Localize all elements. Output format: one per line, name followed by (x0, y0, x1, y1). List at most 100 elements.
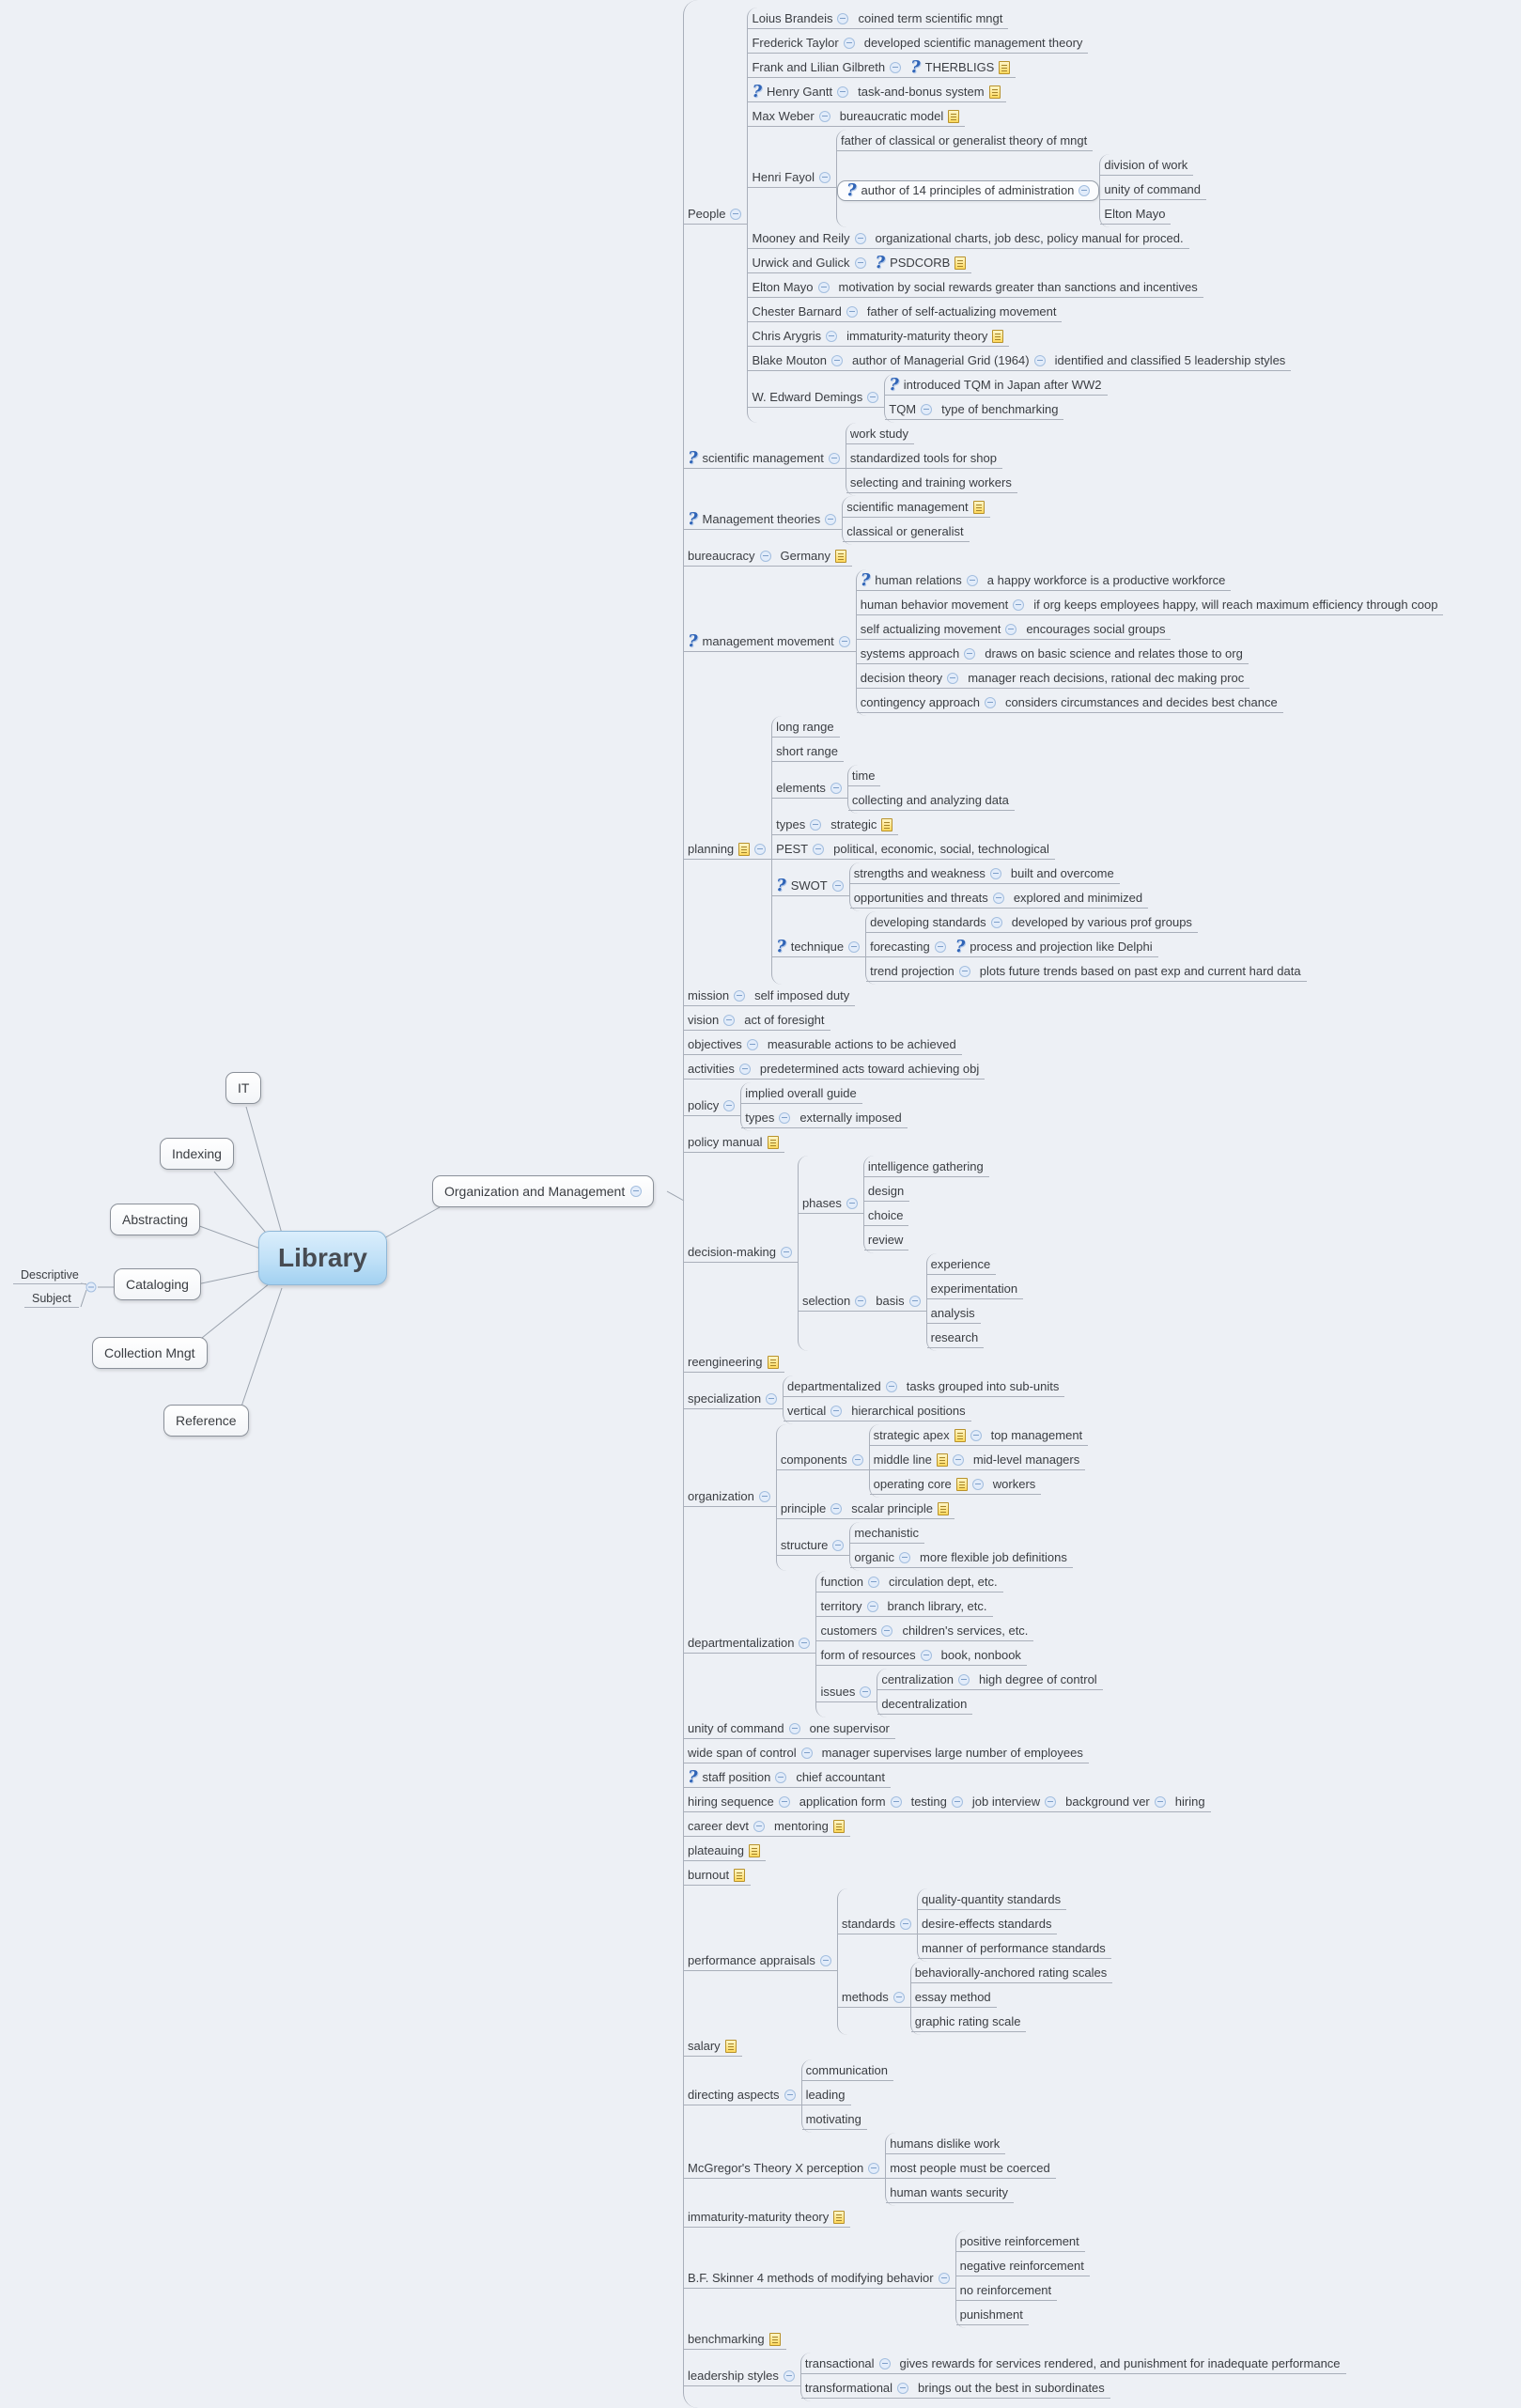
mindmap-node-label[interactable]: top management (986, 1427, 1089, 1446)
mindmap-node-label[interactable]: transformational (800, 2380, 915, 2399)
mindmap-node-label[interactable]: departmentalized (784, 1378, 903, 1397)
mindmap-node-label[interactable]: strengths and weakness (849, 865, 1007, 884)
fold-icon[interactable] (759, 550, 771, 562)
mindmap-node-label[interactable]: wide span of control (684, 1745, 818, 1763)
branch-node-collection-mngt[interactable]: Collection Mngt (92, 1337, 208, 1369)
mindmap-node-label[interactable]: scientific management (843, 499, 990, 518)
fold-icon[interactable] (971, 1478, 984, 1490)
mindmap-node-label[interactable]: methods (837, 1989, 910, 2008)
mindmap-node-label[interactable]: unity of command (684, 1720, 806, 1739)
mindmap-node-label[interactable]: mid-level managers (969, 1452, 1086, 1470)
fold-icon[interactable] (868, 1576, 880, 1588)
fold-icon[interactable] (738, 1063, 751, 1075)
mindmap-node-label[interactable]: measurable actions to be achieved (763, 1036, 962, 1055)
mindmap-node-label[interactable]: most people must be coerced (886, 2160, 1056, 2179)
branch-node-abstracting[interactable]: Abstracting (110, 1204, 201, 1235)
mindmap-node-label[interactable]: form of resources (816, 1647, 938, 1666)
mindmap-node-label[interactable]: organization (684, 1488, 776, 1507)
fold-icon[interactable] (734, 989, 746, 1002)
mindmap-node-label[interactable]: Frederick Taylor (748, 35, 861, 54)
mindmap-node-label[interactable]: components (776, 1452, 869, 1470)
mindmap-node-label[interactable]: types (741, 1110, 797, 1128)
mindmap-node-label[interactable]: task-and-bonus system (854, 84, 1006, 102)
mindmap-node-label[interactable]: book, nonbook (937, 1647, 1027, 1666)
mindmap-node-label[interactable]: bureaucratic model (835, 108, 966, 127)
fold-icon[interactable] (934, 940, 946, 953)
fold-icon[interactable] (826, 330, 838, 342)
mindmap-node-label[interactable]: implied overall guide (741, 1085, 862, 1104)
mindmap-node-label[interactable]: phases (798, 1195, 863, 1214)
mindmap-node-label[interactable]: considers circumstances and decides best… (1001, 694, 1283, 713)
mindmap-node-label[interactable]: function (816, 1574, 886, 1592)
fold-icon[interactable] (854, 232, 866, 244)
mindmap-node-label[interactable]: directing aspects (684, 2087, 801, 2105)
mindmap-node-label[interactable]: issues (816, 1684, 877, 1702)
mindmap-node-label[interactable]: Urwick and Gulick (748, 255, 872, 273)
mindmap-node-label[interactable]: selecting and training workers (846, 474, 1017, 493)
fold-icon[interactable] (837, 85, 849, 98)
mindmap-node-label[interactable]: specialization (684, 1390, 784, 1409)
fold-icon[interactable] (818, 110, 830, 122)
mindmap-node-label[interactable]: Elton Mayo (748, 279, 835, 298)
mindmap-node-label[interactable]: long range (772, 719, 840, 738)
fold-icon[interactable] (783, 2369, 795, 2382)
mindmap-node-label[interactable]: organic (850, 1549, 917, 1568)
mindmap-node-label[interactable]: immaturity-maturity theory (843, 328, 1010, 347)
mindmap-node-label[interactable]: elements (772, 780, 847, 799)
fold-icon[interactable] (830, 782, 842, 794)
mindmap-node-label[interactable]: operating core (869, 1476, 989, 1495)
fold-icon[interactable] (854, 256, 866, 269)
fold-icon[interactable] (846, 1197, 858, 1209)
fold-icon[interactable] (951, 1795, 963, 1808)
mindmap-node-label[interactable]: self imposed duty (751, 987, 856, 1006)
fold-icon[interactable] (990, 916, 1002, 928)
mindmap-node-label[interactable]: short range (772, 743, 844, 762)
mindmap-node-label[interactable]: chief accountant (792, 1769, 891, 1788)
mindmap-node-label[interactable]: coined term scientific mngt (854, 10, 1009, 29)
fold-icon[interactable] (890, 1795, 902, 1808)
branch-node-organization-and-management[interactable]: Organization and Management (432, 1175, 655, 1207)
mindmap-node-label[interactable]: one supervisor (805, 1720, 895, 1739)
mindmap-node-label[interactable]: trend projection (866, 963, 976, 982)
mindmap-node-label[interactable]: manager reach decisions, rational dec ma… (964, 670, 1250, 689)
fold-icon[interactable] (890, 61, 902, 73)
mindmap-node-label[interactable]: motivation by social rewards greater tha… (834, 279, 1203, 298)
mindmap-node-label[interactable]: predetermined acts toward achieving obj (755, 1061, 986, 1080)
mindmap-node-label[interactable]: ?THERBLIGS (907, 59, 1017, 78)
mindmap-node-label[interactable]: benchmarking (684, 2331, 786, 2350)
mindmap-node-label[interactable]: vertical (784, 1403, 848, 1421)
fold-icon[interactable] (1013, 598, 1025, 611)
fold-icon[interactable] (958, 965, 970, 977)
fold-icon[interactable] (867, 391, 879, 403)
fold-icon[interactable] (753, 1820, 766, 1832)
mindmap-node-label[interactable]: transactional (800, 2355, 896, 2374)
fold-icon[interactable] (878, 2357, 891, 2369)
mindmap-node-label[interactable]: policy (684, 1097, 741, 1116)
fold-icon[interactable] (848, 940, 861, 953)
fold-icon[interactable] (957, 1673, 970, 1686)
mindmap-node-label[interactable]: externally imposed (796, 1110, 908, 1128)
mindmap-node-label[interactable]: built and overcome (1006, 865, 1120, 884)
fold-icon[interactable] (964, 647, 976, 660)
fold-icon[interactable] (892, 1991, 905, 2003)
fold-icon[interactable] (831, 879, 844, 892)
mindmap-node-label[interactable]: punishment (955, 2307, 1029, 2325)
mindmap-node-label[interactable]: leading (801, 2087, 851, 2105)
mindmap-node-label[interactable]: positive reinforcement (955, 2233, 1085, 2252)
mindmap-node-label[interactable]: Chester Barnard (748, 303, 863, 322)
node-descriptive[interactable]: Descriptive (13, 1268, 86, 1284)
mindmap-node-label[interactable]: W. Edward Demings (748, 389, 885, 408)
mindmap-node-label[interactable]: division of work (1100, 157, 1194, 176)
mindmap-node-label[interactable]: strategic apex (869, 1427, 987, 1446)
mindmap-node-label[interactable]: branch library, etc. (883, 1598, 993, 1617)
mindmap-node-label[interactable]: objectives (684, 1036, 764, 1055)
fold-icon[interactable] (830, 1502, 843, 1515)
mindmap-node-label[interactable]: Blake Mouton (748, 352, 848, 371)
mindmap-node-label[interactable]: ?introduced TQM in Japan after WW2 (885, 377, 1108, 396)
mindmap-node-label[interactable]: People (684, 206, 748, 225)
mindmap-node-label[interactable]: unity of command (1100, 181, 1207, 200)
mindmap-node-label[interactable]: negative reinforcement (955, 2258, 1090, 2276)
fold-icon[interactable] (775, 1771, 787, 1783)
mindmap-node-label[interactable]: political, economic, social, technologic… (830, 841, 1055, 860)
mindmap-node-label[interactable]: ?management movement (684, 633, 856, 652)
